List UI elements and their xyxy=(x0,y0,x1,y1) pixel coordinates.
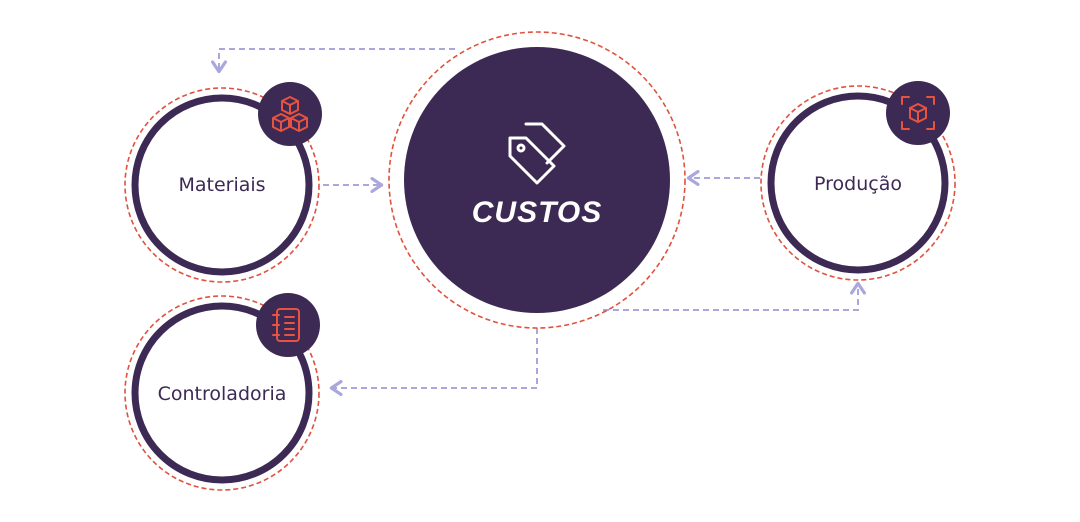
node-controladoria: Controladoria xyxy=(124,293,320,491)
hub-custos: CUSTOS xyxy=(388,31,686,329)
node-materiais: Materiais xyxy=(124,82,322,283)
node-label-producao: Produção xyxy=(814,173,902,195)
cubes-icon xyxy=(272,96,308,132)
arrow-custos-to-producao xyxy=(603,281,866,311)
price-tags-icon xyxy=(508,122,566,185)
hub-label: CUSTOS xyxy=(472,196,602,229)
connectors xyxy=(211,48,866,396)
arrow-custos-to-controladoria xyxy=(329,328,538,396)
node-label-controladoria: Controladoria xyxy=(158,383,287,405)
node-label-materiais: Materiais xyxy=(178,174,265,196)
arrow-custos-to-materiais xyxy=(211,48,455,74)
notebook-icon xyxy=(272,308,300,342)
badge-controladoria xyxy=(256,293,320,357)
node-producao: Produção xyxy=(760,81,956,281)
badge-materiais xyxy=(258,82,322,146)
badge-producao xyxy=(886,81,950,145)
scan-box-icon xyxy=(901,96,935,130)
